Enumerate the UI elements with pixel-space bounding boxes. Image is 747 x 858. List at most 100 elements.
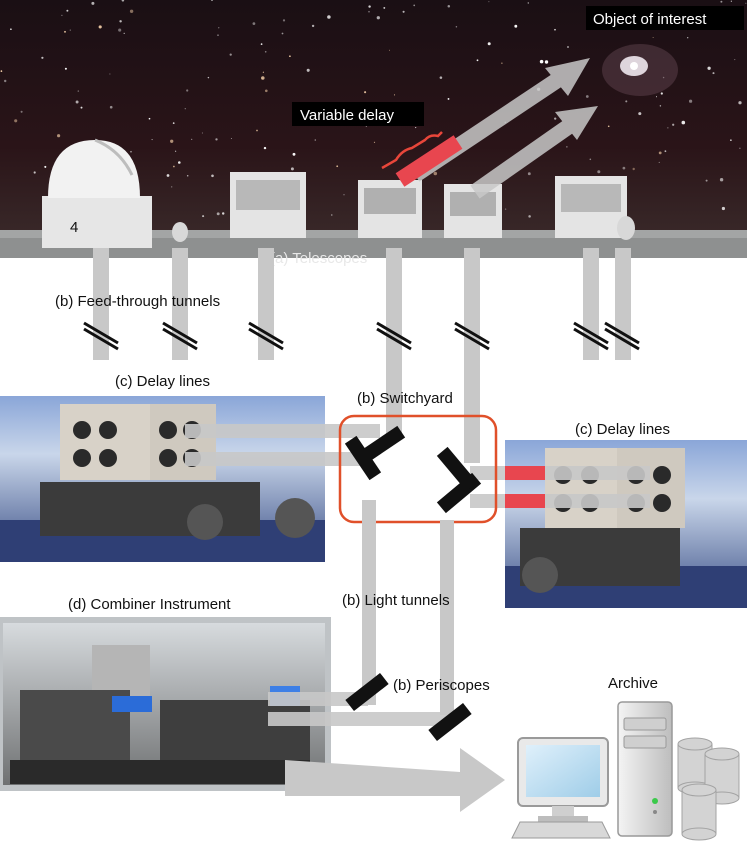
star xyxy=(207,76,210,79)
star xyxy=(170,139,174,143)
star xyxy=(184,108,186,110)
star xyxy=(487,42,491,46)
star xyxy=(745,2,747,4)
star xyxy=(527,2,530,4)
star xyxy=(527,172,531,176)
star xyxy=(260,43,263,45)
telescope-site-photo: 4 Variable xyxy=(0,0,747,267)
star xyxy=(61,14,63,17)
star xyxy=(0,70,3,72)
auxiliary-telescope xyxy=(617,216,635,240)
variable-delay-brace xyxy=(381,131,443,170)
star xyxy=(739,147,741,149)
star xyxy=(33,171,36,174)
star xyxy=(738,101,742,105)
feedthrough-tunnel-markers xyxy=(83,321,640,351)
star xyxy=(20,110,23,113)
periscope-mirror xyxy=(345,672,389,712)
star xyxy=(439,76,443,79)
star xyxy=(433,171,438,176)
star xyxy=(373,141,376,143)
star xyxy=(66,9,69,12)
left-delay-beams xyxy=(185,424,380,466)
unit-telescope-1 xyxy=(230,172,306,238)
switchyard-label: (b) Switchyard xyxy=(357,390,453,407)
star xyxy=(118,28,122,32)
light-tunnels-label: (b) Light tunnels xyxy=(342,592,450,609)
star xyxy=(202,215,205,218)
star xyxy=(256,129,258,132)
star xyxy=(734,59,736,61)
star xyxy=(658,161,660,163)
star xyxy=(216,212,220,216)
periscope-mirror xyxy=(428,702,472,742)
star xyxy=(252,22,256,25)
star xyxy=(306,68,310,72)
star xyxy=(501,62,503,64)
variable-delay-label: Variable delay xyxy=(300,107,394,124)
star xyxy=(331,214,333,216)
star xyxy=(109,105,113,109)
star xyxy=(41,56,44,59)
star xyxy=(264,89,268,93)
star xyxy=(229,53,232,56)
star xyxy=(566,146,568,148)
star xyxy=(707,66,711,70)
variable-delay-label-bg xyxy=(292,102,424,126)
star xyxy=(211,174,214,178)
star xyxy=(191,138,193,140)
star xyxy=(364,91,367,94)
computer-monitor-icon xyxy=(517,737,609,822)
star xyxy=(119,20,122,23)
switchyard xyxy=(338,414,498,524)
periscopes-label: (b) Periscopes xyxy=(393,677,490,694)
star xyxy=(10,28,12,31)
star xyxy=(343,194,345,196)
star xyxy=(662,76,665,79)
star xyxy=(166,174,170,177)
star xyxy=(201,132,203,134)
star xyxy=(289,55,291,58)
star xyxy=(64,67,67,70)
star xyxy=(656,96,657,98)
combiner-input-beams xyxy=(268,692,448,726)
star xyxy=(264,50,267,53)
unit-telescope-3 xyxy=(444,184,502,238)
star xyxy=(447,5,451,8)
star xyxy=(80,106,83,109)
star xyxy=(712,72,715,75)
star xyxy=(230,138,232,139)
star xyxy=(77,90,80,92)
star xyxy=(91,1,95,5)
switchyard-mirror xyxy=(360,425,406,463)
star xyxy=(215,138,218,141)
star xyxy=(121,0,125,2)
telescopes-label: (a) Telescopes xyxy=(270,250,367,267)
star xyxy=(376,16,380,20)
star xyxy=(383,6,386,9)
star xyxy=(415,127,417,129)
star xyxy=(597,170,601,174)
star xyxy=(730,139,732,141)
object-of-interest-label: Object of interest xyxy=(593,11,707,28)
periscope-mirrors xyxy=(345,672,472,742)
star xyxy=(57,134,61,138)
star xyxy=(217,34,219,36)
star xyxy=(173,165,175,168)
dome-telescope: 4 xyxy=(42,138,152,248)
star xyxy=(607,125,610,128)
star xyxy=(368,5,371,8)
star xyxy=(218,27,220,29)
star xyxy=(186,175,189,177)
unit-telescope-4 xyxy=(555,176,627,238)
star xyxy=(622,166,626,170)
star xyxy=(14,119,18,123)
star xyxy=(261,76,265,80)
delay-lines-left-label: (c) Delay lines xyxy=(115,373,210,390)
star xyxy=(69,29,71,31)
star xyxy=(221,212,225,215)
unit-telescope-2 xyxy=(358,180,422,238)
star xyxy=(514,24,518,28)
star xyxy=(123,32,125,35)
data-flow-arrow xyxy=(285,748,505,812)
